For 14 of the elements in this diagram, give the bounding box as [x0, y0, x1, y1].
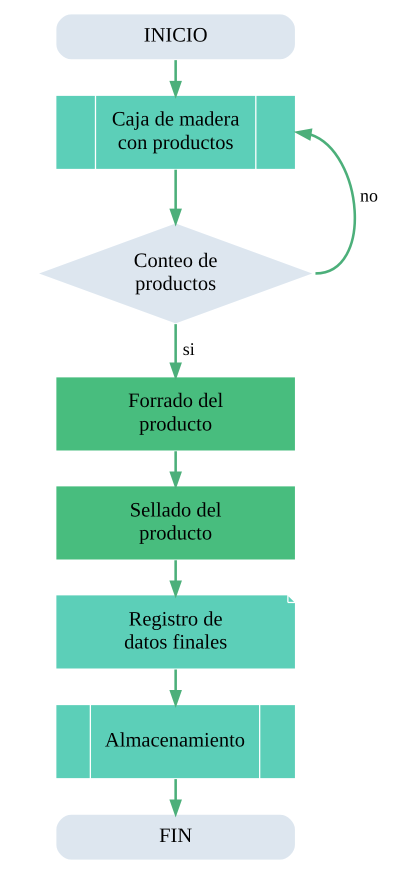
node-box: INICIO	[54, 13, 296, 61]
arrow	[168, 324, 182, 380]
edge-label: si	[182, 339, 194, 360]
arrow	[168, 170, 182, 227]
arrow	[168, 60, 182, 99]
node-box: FIN	[54, 813, 296, 861]
arrow	[293, 128, 356, 275]
node-box: Forrado del producto	[54, 376, 296, 452]
arrow	[168, 451, 182, 490]
arrow	[168, 560, 182, 599]
arrow	[168, 779, 182, 818]
edge-label: no	[360, 185, 378, 206]
node-box: Sellado del producto	[54, 485, 296, 561]
arrow	[168, 670, 182, 708]
